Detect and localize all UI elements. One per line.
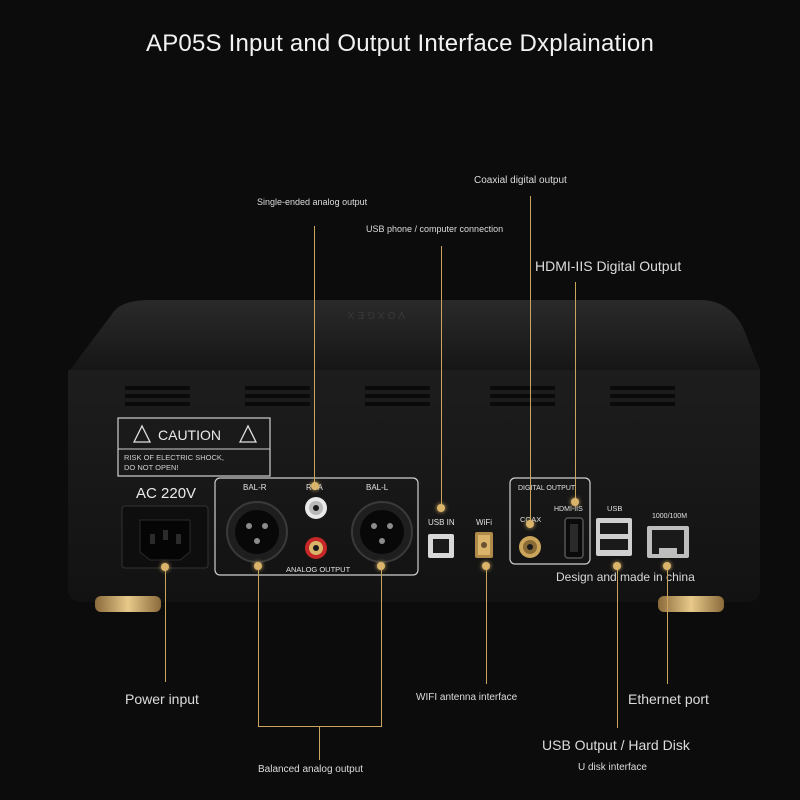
dot-wifi <box>482 562 490 570</box>
page-title: AP05S Input and Output Interface Dxplain… <box>146 30 654 57</box>
hdmi-label: HDMI-IIS <box>554 506 583 513</box>
ethernet-port <box>647 526 689 558</box>
callout-wifi: WIFI antenna interface <box>416 692 518 703</box>
dot-usb-in <box>437 504 445 512</box>
lead-balanced-left <box>258 566 259 726</box>
callout-coaxial: Coaxial digital output <box>474 175 567 186</box>
caution-label: CAUTION RISK OF ELECTRIC SHOCK, DO NOT O… <box>117 417 271 477</box>
analog-output-label: ANALOG OUTPUT <box>286 565 351 574</box>
callout-usb-phone: USB phone / computer connection <box>366 224 504 234</box>
callout-balanced: Balanced analog output <box>258 764 364 775</box>
usb-label: USB <box>607 504 622 513</box>
rca-white-connector <box>305 497 327 519</box>
coax-connector <box>519 536 541 558</box>
lead-ethernet <box>667 566 668 684</box>
design-text: Design and made in china <box>556 570 695 584</box>
gold-feet <box>95 596 724 612</box>
dot-usb-a <box>613 562 621 570</box>
wifi-antenna-connector <box>475 532 493 558</box>
usb-in-label: USB IN <box>428 518 455 527</box>
dot-coax <box>526 520 534 528</box>
callout-usb-output: USB Output / Hard Disk <box>542 737 690 753</box>
vents <box>125 386 675 406</box>
dot-bal-r <box>254 562 262 570</box>
xlr-right-connector <box>226 501 288 563</box>
caution-line1: RISK OF ELECTRIC SHOCK, <box>124 453 224 462</box>
usb-a-ports <box>596 518 632 556</box>
rca-red-connector <box>305 537 327 559</box>
lead-usb-output <box>617 566 618 728</box>
callout-ethernet: Ethernet port <box>628 691 709 707</box>
lead-coaxial <box>530 196 531 524</box>
callout-single-ended: Single-ended analog output <box>257 197 368 207</box>
lead-single-ended <box>314 226 315 486</box>
lead-balanced-bottom <box>258 726 382 727</box>
brand-mark: VOXGEX <box>345 309 405 320</box>
lead-power <box>165 567 166 682</box>
callout-power: Power input <box>125 691 199 707</box>
bal-l-label: BAL-L <box>366 483 389 492</box>
hdmi-port <box>564 517 584 559</box>
lead-balanced-right <box>381 566 382 726</box>
ac-voltage-label: AC 220V <box>136 485 196 502</box>
chassis-top <box>70 300 760 370</box>
ethernet-speed-label: 1000/100M <box>652 513 687 520</box>
wifi-label: WiFi <box>476 518 492 527</box>
lead-usb-phone <box>441 246 442 508</box>
dot-rca <box>311 482 319 490</box>
lead-hdmi <box>575 282 576 502</box>
caution-title: CAUTION <box>158 427 221 443</box>
dot-bal-l <box>377 562 385 570</box>
callout-hdmi: HDMI-IIS Digital Output <box>535 258 682 274</box>
xlr-left-connector <box>351 501 413 563</box>
analog-output-panel <box>214 477 419 576</box>
lead-balanced-stem <box>319 726 320 760</box>
bal-r-label: BAL-R <box>243 483 267 492</box>
digital-output-label: DIGITAL OUTPUT <box>518 485 576 492</box>
callout-udisk: U disk interface <box>578 762 647 773</box>
digital-output-panel <box>509 477 591 565</box>
dot-ethernet <box>663 562 671 570</box>
dot-power <box>161 563 169 571</box>
lead-wifi <box>486 566 487 684</box>
caution-line2: DO NOT OPEN! <box>124 463 178 472</box>
dot-hdmi <box>571 498 579 506</box>
